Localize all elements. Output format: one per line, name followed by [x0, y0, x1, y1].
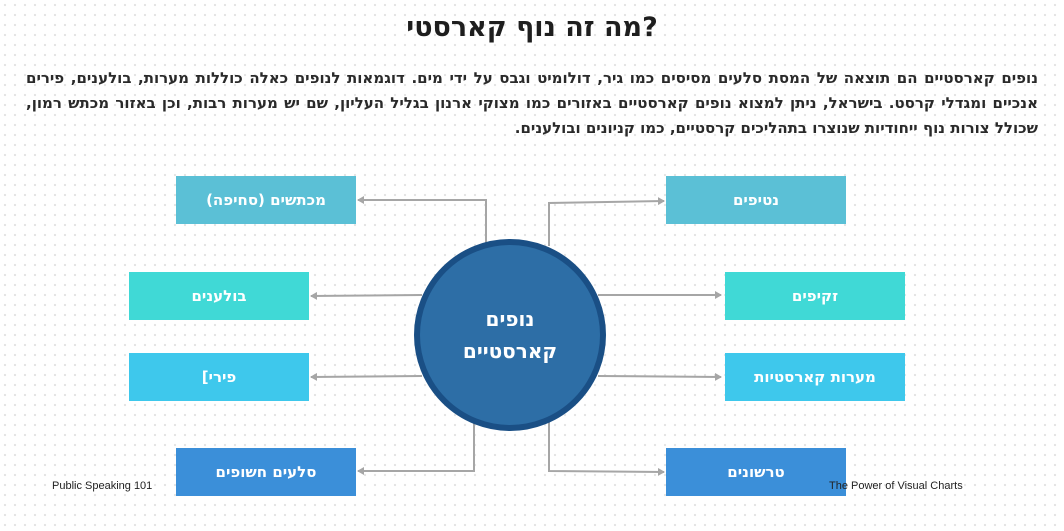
connector-right-4: [548, 420, 665, 476]
node-left-3: פירי]: [129, 353, 309, 401]
footer-left-text: Public Speaking 101: [52, 480, 153, 492]
node-right-3: מערות קארסטיות: [725, 353, 905, 401]
connector-left-4: [357, 420, 475, 475]
connector-right-3: [597, 372, 722, 381]
node-label: בולענים: [191, 287, 247, 305]
connector-right-1: [548, 197, 665, 246]
page-title: מה זה נוף קארסטי?: [406, 12, 658, 43]
center-node: נופים קארסטיים: [414, 239, 606, 431]
connector-left-2: [310, 291, 423, 300]
node-left-1: מכתשים (סחיפה): [176, 176, 356, 224]
node-label: נטיפים: [732, 191, 780, 209]
center-label: נופים קארסטיים: [462, 307, 558, 363]
node-label: פירי]: [201, 368, 237, 386]
connector-left-1: [357, 196, 487, 246]
node-label: מערות קארסטיות: [754, 368, 876, 386]
node-label: זקיפים: [791, 287, 839, 305]
connector-left-3: [310, 372, 423, 381]
node-right-2: זקיפים: [725, 272, 905, 320]
footer-right-text: The Power of Visual Charts: [829, 480, 963, 492]
node-label: טרשונים: [727, 463, 785, 481]
node-right-4: טרשונים: [666, 448, 846, 496]
node-left-4: סלעים חשופים: [176, 448, 356, 496]
intro-paragraph: נופים קארסטיים הם תוצאה של המסת סלעים מס…: [26, 69, 1038, 137]
node-label: מכתשים (סחיפה): [206, 191, 326, 209]
node-right-1: נטיפים: [666, 176, 846, 224]
node-label: סלעים חשופים: [215, 463, 317, 481]
node-left-2: בולענים: [129, 272, 309, 320]
